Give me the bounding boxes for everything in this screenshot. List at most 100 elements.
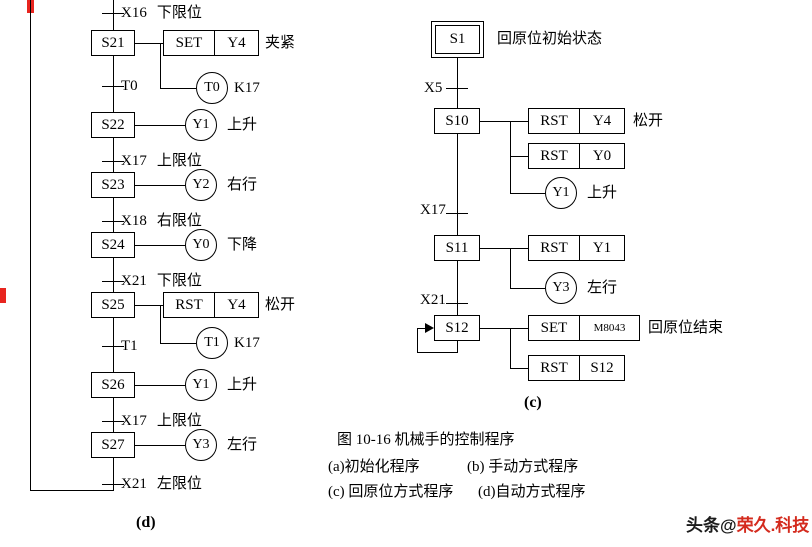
loop-bottom-line: [417, 352, 458, 353]
transition-label-x17: X17 上限位: [121, 152, 202, 170]
loop-stub-line: [457, 341, 458, 352]
action-comment-zuoxing2: 左行: [587, 280, 618, 296]
op-operand: S12: [580, 355, 625, 381]
connector-line: [510, 288, 545, 289]
connector-line: [135, 43, 163, 44]
transition-signal: X16: [121, 5, 147, 21]
transition-name: 左限位: [156, 476, 202, 492]
step-label: S1: [435, 25, 480, 54]
transition-tick-t0: [102, 86, 124, 87]
timer-coil-t1: T1: [196, 327, 228, 359]
transition-label-x21b: X21 左限位: [121, 475, 202, 493]
red-mark-left: [0, 288, 6, 303]
op-operand: Y4: [580, 108, 625, 134]
op-operand: Y4: [215, 30, 259, 56]
connector-line: [510, 193, 545, 194]
transition-label-x17b: X17 上限位: [121, 412, 202, 430]
coil-y2: Y2: [185, 169, 217, 201]
action-comment-huiyuanwei: 回原位结束: [648, 320, 724, 336]
transition-name: 上限位: [156, 153, 202, 169]
transition-name: 下限位: [156, 5, 202, 21]
coil-y3c: Y3: [545, 272, 577, 304]
op-mnemonic: SET: [528, 315, 580, 341]
transition-label-t0: T0: [121, 77, 138, 95]
coil-y1c: Y1: [545, 177, 577, 209]
section-label-c: (c): [524, 394, 542, 411]
connector-line: [510, 248, 528, 249]
figure-caption-title: 图 10-16 机械手的控制程序: [337, 432, 515, 448]
transition-signal: X21: [121, 476, 147, 492]
transition-tick-x17: [102, 161, 124, 162]
figure-caption-item-d: (d)自动方式程序: [478, 484, 586, 500]
connector-line: [160, 343, 196, 344]
coil-y3: Y3: [185, 429, 217, 461]
coil-y0: Y0: [185, 229, 217, 261]
transition-tick-x17c: [446, 213, 468, 214]
transition-signal: X21: [420, 292, 446, 308]
step-box-s10: S10: [434, 108, 480, 134]
connector-line: [510, 328, 528, 329]
figure-caption-item-a: (a)初始化程序: [328, 459, 420, 475]
action-comment-shangsheng2: 上升: [227, 377, 258, 393]
transition-tick-x18: [102, 221, 124, 222]
transition-tick-x21c: [446, 303, 468, 304]
op-operand: Y1: [580, 235, 625, 261]
figure-caption-item-c: (c) 回原位方式程序: [328, 484, 454, 500]
step-box-s27: S27: [91, 432, 135, 458]
transition-tick-x16: [102, 13, 124, 14]
timer-preset-k17b: K17: [234, 335, 260, 351]
transition-name: 上限位: [156, 413, 202, 429]
transition-signal: X17: [121, 413, 147, 429]
step-box-s26: S26: [91, 372, 135, 398]
op-mnemonic: RST: [528, 143, 580, 169]
op-operand: M8043: [580, 315, 640, 341]
transition-label-x21c: X21: [420, 291, 446, 309]
section-label-d: (d): [136, 514, 156, 531]
return-line-d: [30, 0, 31, 490]
connector-line: [510, 368, 528, 369]
action-bus-line: [510, 121, 511, 193]
connector-line: [135, 125, 185, 126]
action-bus-line: [510, 248, 511, 288]
connector-line: [135, 305, 163, 306]
step-box-s21: S21: [91, 30, 135, 56]
connector-line: [510, 121, 528, 122]
connector-line: [135, 385, 185, 386]
step-box-s25: S25: [91, 292, 135, 318]
timer-coil-t0: T0: [196, 72, 228, 104]
transition-signal: X21: [121, 273, 147, 289]
transition-label-x5: X5: [424, 79, 442, 97]
step-box-s24: S24: [91, 232, 135, 258]
initial-step-box-s1: S1: [431, 21, 484, 58]
connector-line: [510, 156, 528, 157]
action-comment-shangsheng: 上升: [227, 117, 258, 133]
initial-state-comment: 回原位初始状态: [497, 31, 603, 47]
transition-label-t1: T1: [121, 337, 138, 355]
spine-line-c: [457, 58, 458, 341]
figure-caption-item-b: (b) 手动方式程序: [467, 459, 579, 475]
op-mnemonic: SET: [163, 30, 215, 56]
transition-signal: T0: [121, 78, 138, 94]
step-box-s11: S11: [434, 235, 480, 261]
op-mnemonic: RST: [163, 292, 215, 318]
action-comment-youxing: 右行: [227, 177, 258, 193]
watermark: 头条@荣久.科技: [686, 511, 809, 536]
connector-line: [160, 305, 161, 343]
transition-tick-x21: [102, 281, 124, 282]
watermark-prefix: 头条@: [686, 516, 737, 535]
connector-line: [135, 445, 185, 446]
connector-line: [480, 328, 510, 329]
action-comment-songkai: 松开: [265, 297, 296, 313]
transition-label-x17c: X17: [420, 201, 446, 219]
transition-tick-x17b: [102, 421, 124, 422]
transition-label-x16: X16 下限位: [121, 4, 202, 22]
transition-signal: X17: [121, 153, 147, 169]
transition-signal: T1: [121, 338, 138, 354]
